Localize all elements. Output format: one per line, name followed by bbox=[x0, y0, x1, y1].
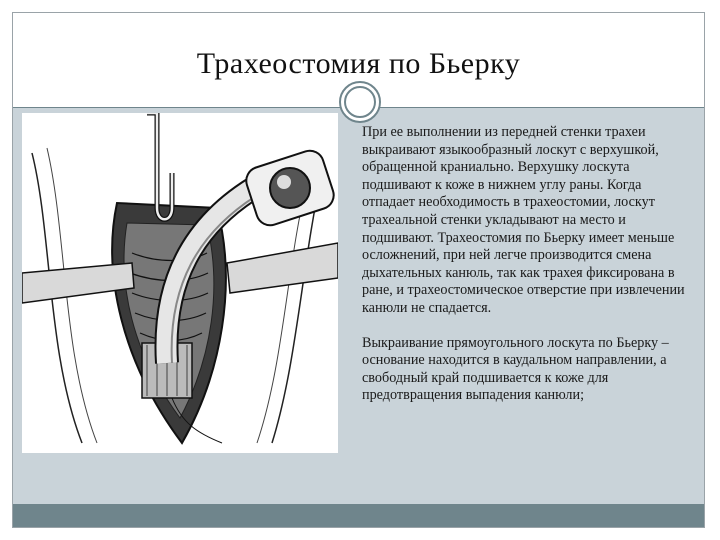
slide-title: Трахеостомия по Бьерку bbox=[196, 47, 521, 80]
slide-frame bbox=[12, 12, 705, 528]
tracheostomy-illustration bbox=[22, 113, 338, 453]
paragraph-2: Выкраивание прямоугольного лоскута по Бь… bbox=[362, 334, 669, 404]
description-text: При ее выполнении из передней стенки тра… bbox=[362, 124, 692, 422]
bottom-accent-bar bbox=[13, 504, 704, 527]
paragraph-1: При ее выполнении из передней стенки тра… bbox=[362, 124, 685, 316]
circle-ornament-icon bbox=[339, 81, 381, 123]
